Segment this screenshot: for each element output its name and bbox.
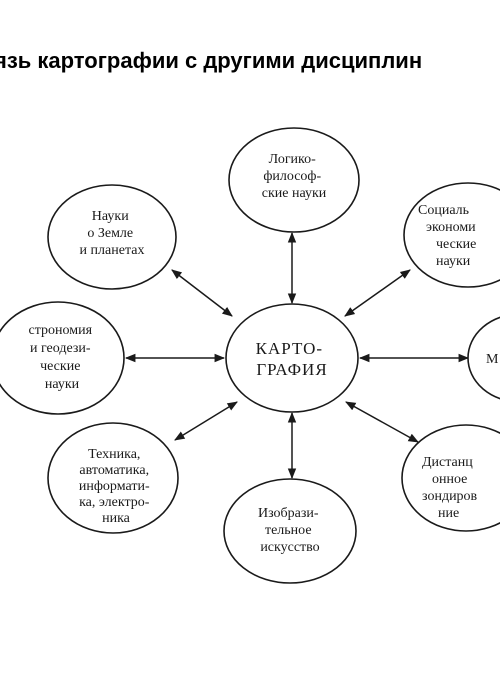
- node-logic-line: ские науки: [262, 186, 327, 201]
- node-logic-line: философ-: [263, 169, 321, 184]
- arrow-social: [344, 269, 411, 317]
- node-center-line: КАРТО-: [256, 339, 323, 358]
- node-social-line: науки: [436, 254, 471, 269]
- node-astro-line: и геодези-: [30, 341, 91, 356]
- node-earth-line: о Земле: [87, 226, 133, 241]
- node-earth-line: Науки: [92, 209, 129, 224]
- node-social-line: Социаль: [418, 203, 469, 218]
- node-astro: строномия и геодези- ческие науки: [0, 301, 125, 415]
- node-remote-line: зондиров: [422, 489, 478, 504]
- svg-text:Науки о Земле и пл: Науки о Земле и планетах: [80, 209, 145, 258]
- node-center-line: ГРАФИЯ: [256, 360, 327, 379]
- node-art: Изобрази- тельное искусство: [223, 478, 357, 584]
- arrow-tech: [174, 401, 238, 441]
- svg-text:Социаль экономи че: Социаль экономи ческие науки: [418, 203, 480, 269]
- node-art-line: искусство: [260, 540, 319, 555]
- node-math: М: [467, 316, 500, 400]
- node-tech-line: информати-: [79, 479, 150, 494]
- node-remote-line: онное: [432, 472, 467, 487]
- node-tech-line: автоматика,: [79, 463, 149, 478]
- svg-text:М: М: [486, 352, 499, 367]
- connector-arrows: [124, 231, 470, 480]
- slide-title: язь картографии с другими дисциплин: [0, 48, 423, 73]
- node-remote-line: Дистанц: [422, 455, 473, 470]
- node-tech-line: Техника,: [88, 447, 140, 462]
- node-art-line: Изобрази-: [258, 506, 319, 521]
- node-astro-line: ческие: [40, 359, 80, 374]
- node-tech-line: ника: [102, 511, 131, 526]
- arrow-earth: [171, 269, 233, 317]
- node-logic-line: Логико-: [269, 152, 316, 167]
- node-art-line: тельное: [265, 523, 312, 538]
- node-center: КАРТО- ГРАФИЯ: [225, 303, 359, 413]
- svg-text:Изобрази- тельное: Изобрази- тельное искусство: [258, 506, 322, 555]
- svg-text:строномия и геодези-: строномия и геодези- ческие науки: [28, 323, 95, 392]
- node-earth: Науки о Земле и планетах: [47, 184, 177, 290]
- arrow-remote: [345, 401, 419, 443]
- node-social-line: ческие: [436, 237, 476, 252]
- node-logic: Логико- философ- ские науки: [228, 127, 360, 233]
- node-math-line: М: [486, 352, 499, 367]
- node-earth-line: и планетах: [80, 243, 145, 258]
- svg-text:Техника, автоматика,: Техника, автоматика, информати- ка, элек…: [79, 447, 153, 526]
- svg-text:Дистанц онное зонд: Дистанц онное зондиров ние: [422, 455, 481, 521]
- node-astro-line: науки: [45, 377, 80, 392]
- node-remote-line: ние: [438, 506, 459, 521]
- svg-text:Логико- философ- с: Логико- философ- ские науки: [262, 152, 327, 201]
- node-tech-line: ка, электро-: [79, 495, 150, 510]
- node-remote: Дистанц онное зондиров ние: [401, 424, 500, 532]
- node-astro-line: строномия: [28, 323, 92, 338]
- node-social: Социаль экономи ческие науки: [403, 182, 500, 288]
- svg-text:КАРТО- ГРАФИЯ: КАРТО- ГРАФИЯ: [256, 339, 329, 379]
- node-social-line: экономи: [426, 220, 476, 235]
- node-tech: Техника, автоматика, информати- ка, элек…: [47, 422, 179, 534]
